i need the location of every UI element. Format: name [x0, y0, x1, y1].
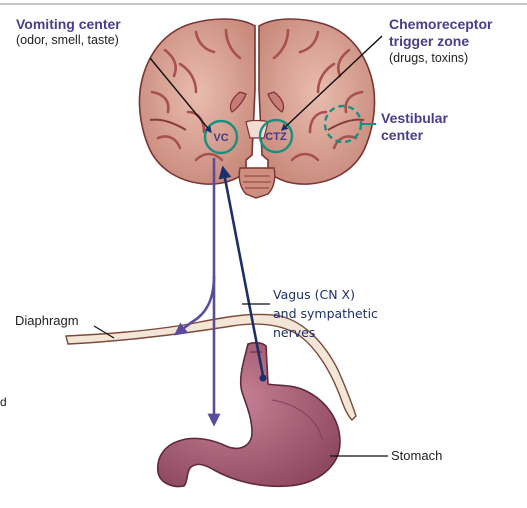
stomach-label: Stomach — [391, 448, 443, 463]
vagus-label-line2: and sympathetic — [273, 306, 378, 321]
diaphragm-band — [65, 313, 357, 421]
ctz-marker-circle — [258, 118, 294, 154]
stomach-organ — [157, 341, 341, 488]
ctz-title-line1: Chemoreceptor — [389, 16, 493, 32]
vagus-afferent-arrow — [218, 165, 265, 377]
vomiting-center-leader-arrow — [149, 57, 212, 134]
diaphragm-label-leader — [93, 325, 115, 339]
vestibular-center-line2: center — [381, 127, 424, 143]
vagus-label-line1: Vagus (CN X) — [273, 287, 355, 302]
vomiting-center-title: Vomiting center — [16, 16, 121, 32]
vestibular-center-line1: Vestibular — [381, 110, 448, 126]
diaphragm-label: Diaphragm — [15, 313, 79, 328]
vc-marker-circle — [203, 119, 239, 155]
ctz-subtitle: (drugs, toxins) — [389, 51, 469, 65]
ctz-title-line2: trigger zone — [389, 33, 470, 49]
brain-coronal-section — [138, 18, 376, 199]
ctz-marker-text: CTZ — [265, 131, 287, 143]
vagus-label-line3: nerves — [273, 325, 316, 340]
vagus-origin-dot — [259, 374, 267, 382]
ctz-leader-arrow — [280, 35, 383, 131]
vc-marker-text: VC — [213, 132, 228, 144]
vomiting-center-subtitle: (odor, smell, taste) — [16, 33, 119, 47]
left-edge-text-fragment: d — [0, 395, 7, 409]
